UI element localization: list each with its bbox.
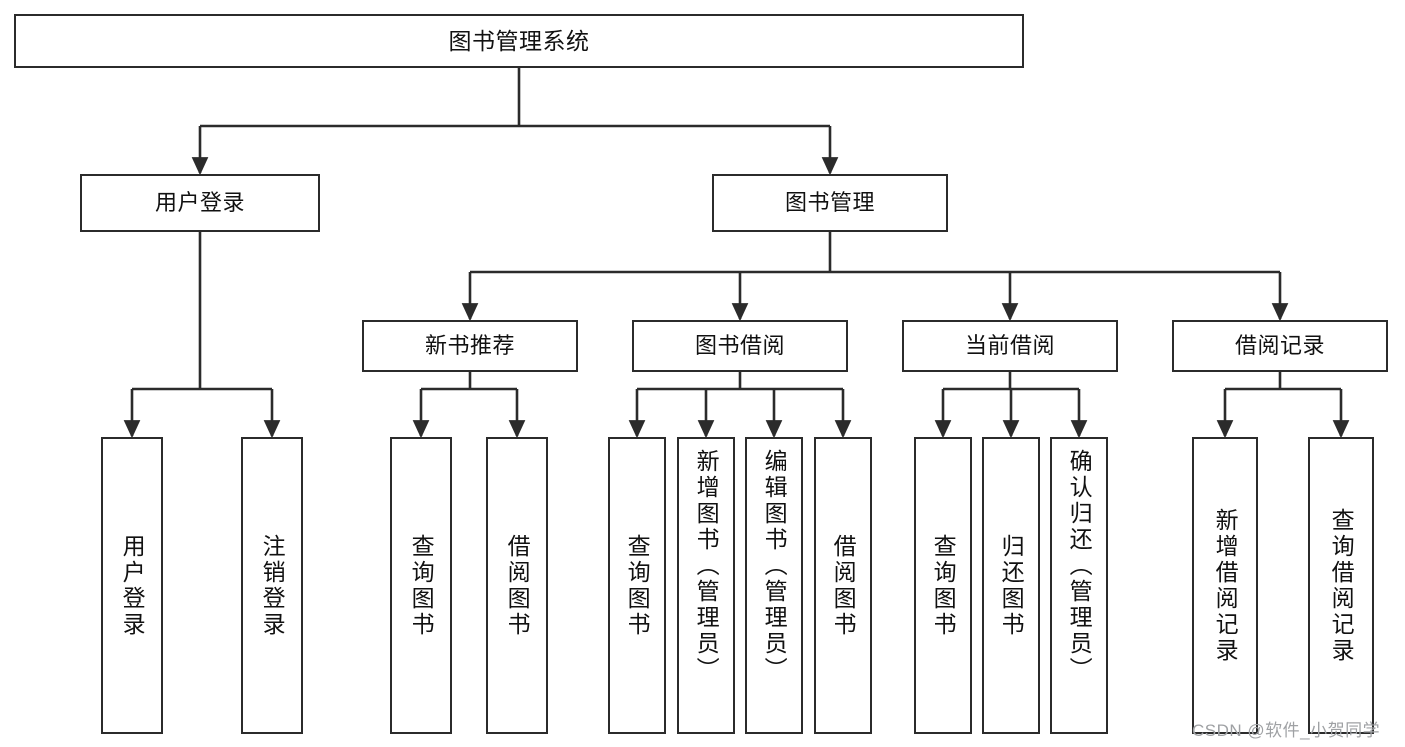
node-current[interactable]: 当前借阅 — [902, 320, 1118, 372]
node-label: 查询借阅记录 — [1328, 507, 1355, 664]
node-newbook[interactable]: 新书推荐 — [362, 320, 578, 372]
node-label: 图书管理系统 — [448, 27, 590, 54]
node-b-query[interactable]: 查询图书 — [608, 437, 666, 734]
node-label: 借阅图书 — [504, 533, 531, 638]
node-c-query[interactable]: 查询图书 — [914, 437, 972, 734]
node-label: 注销登录 — [259, 533, 286, 638]
node-label: 编辑图书（管理员） — [761, 449, 788, 683]
node-n-query[interactable]: 查询图书 — [390, 437, 452, 734]
node-b-edit[interactable]: 编辑图书（管理员） — [745, 437, 803, 734]
node-label: 查询图书 — [624, 533, 651, 638]
node-borrow[interactable]: 图书借阅 — [632, 320, 848, 372]
node-label: 新书推荐 — [424, 332, 515, 358]
node-label: 新增借阅记录 — [1212, 507, 1239, 664]
node-c-return[interactable]: 归还图书 — [982, 437, 1040, 734]
node-label: 确认归还（管理员） — [1066, 449, 1093, 683]
node-label: 图书管理 — [784, 189, 875, 215]
node-label: 用户登录 — [119, 533, 146, 638]
node-b-add[interactable]: 新增图书（管理员） — [677, 437, 735, 734]
node-label: 当前借阅 — [964, 332, 1055, 358]
node-label: 归还图书 — [998, 533, 1025, 638]
node-bookmgmt[interactable]: 图书管理 — [712, 174, 948, 232]
node-label: 新增图书（管理员） — [693, 449, 720, 683]
node-label: 用户登录 — [154, 189, 245, 215]
node-label: 借阅图书 — [830, 533, 857, 638]
node-label: 图书借阅 — [694, 332, 785, 358]
node-n-borrow[interactable]: 借阅图书 — [486, 437, 548, 734]
node-c-confirm[interactable]: 确认归还（管理员） — [1050, 437, 1108, 734]
node-r-query[interactable]: 查询借阅记录 — [1308, 437, 1374, 734]
node-l-login[interactable]: 用户登录 — [101, 437, 163, 734]
node-records[interactable]: 借阅记录 — [1172, 320, 1388, 372]
node-label: 查询图书 — [408, 533, 435, 638]
node-l-logout[interactable]: 注销登录 — [241, 437, 303, 734]
watermark-label: CSDN @软件_小贺同学 — [1192, 721, 1381, 740]
node-login[interactable]: 用户登录 — [80, 174, 320, 232]
node-r-add[interactable]: 新增借阅记录 — [1192, 437, 1258, 734]
node-label: 查询图书 — [930, 533, 957, 638]
node-root[interactable]: 图书管理系统 — [14, 14, 1024, 68]
node-label: 借阅记录 — [1234, 332, 1325, 358]
node-b-lend[interactable]: 借阅图书 — [814, 437, 872, 734]
